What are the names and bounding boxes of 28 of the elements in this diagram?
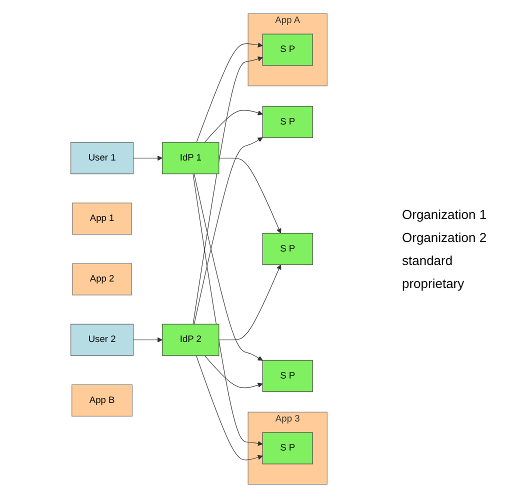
- note-text: proprietary: [402, 276, 466, 291]
- arrow: [196, 355, 263, 460]
- arrow: [196, 42, 263, 143]
- arrow: [204, 355, 263, 388]
- arrow: [218, 158, 282, 234]
- node-box: App 2: [72, 263, 132, 296]
- arrow: [194, 137, 263, 324]
- note-text: Organization 1: [402, 207, 488, 222]
- note-text: Organization 2: [402, 230, 488, 245]
- node-box: User 1: [70, 142, 134, 174]
- node-box: User 2: [70, 324, 134, 356]
- arrow: [204, 110, 263, 143]
- node-box: App B: [72, 384, 133, 416]
- node-box: S P: [262, 232, 313, 266]
- node-box: S P: [262, 432, 313, 464]
- note-text: standard: [402, 253, 454, 268]
- arrow: [218, 264, 282, 340]
- node-box: S P: [262, 360, 313, 392]
- arrow: [132, 337, 163, 342]
- arrow: [132, 156, 163, 161]
- node-box: IdP 2: [162, 324, 220, 356]
- arrow: [194, 174, 263, 361]
- node-box: S P: [262, 106, 313, 138]
- arrow: [192, 174, 263, 446]
- node-box: IdP 1: [162, 142, 220, 174]
- node-box: S P: [262, 34, 313, 66]
- arrow: [192, 56, 263, 324]
- node-box: App 1: [72, 202, 132, 235]
